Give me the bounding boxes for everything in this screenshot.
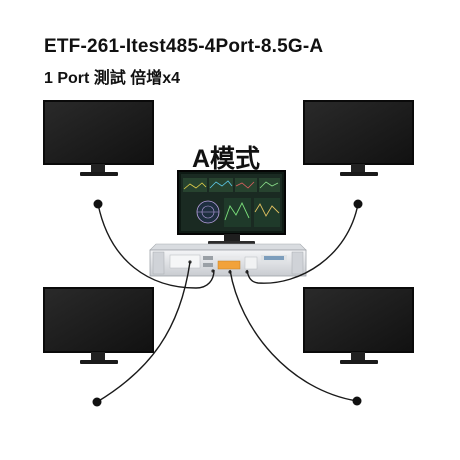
diagram-subtitle: 1 Port 測試 倍增x4 xyxy=(44,70,181,87)
monitor-icon xyxy=(303,100,414,165)
monitor-icon xyxy=(43,287,154,353)
monitor-bottom-left xyxy=(43,287,154,364)
cable-top-left xyxy=(97,203,215,289)
instrument-chassis-icon xyxy=(149,243,307,277)
endpoint-bottom-right xyxy=(352,396,362,406)
monitor-top-right xyxy=(303,100,414,176)
monitor-icon xyxy=(303,287,414,353)
mode-label: A模式 xyxy=(192,145,261,173)
monitor-icon xyxy=(43,100,154,165)
cable-endpoints xyxy=(92,199,363,407)
analyzer-monitor xyxy=(177,170,286,246)
cables xyxy=(96,203,359,403)
cable-bottom-right xyxy=(229,269,358,402)
monitor-top-left xyxy=(43,100,154,176)
analyzer-screen-icon xyxy=(181,174,282,231)
endpoint-top-right xyxy=(353,199,363,209)
cable-bottom-left xyxy=(96,261,191,403)
monitor-bottom-right xyxy=(303,287,414,364)
endpoint-top-left xyxy=(93,199,103,209)
endpoint-bottom-left xyxy=(92,397,102,407)
cable-top-right xyxy=(246,203,359,284)
diagram-title: ETF-261-Itest485-4Port-8.5G-A xyxy=(44,36,324,57)
